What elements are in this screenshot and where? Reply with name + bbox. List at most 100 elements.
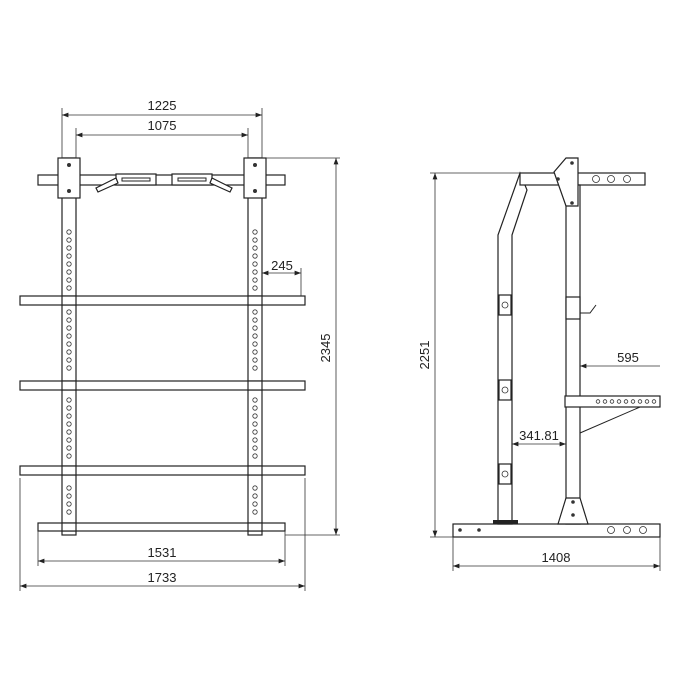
front-view: 1225 1075 245 2345 1531 1733 bbox=[19, 98, 340, 591]
bracket-hole bbox=[501, 301, 509, 309]
dimension-2251: 2251 bbox=[417, 172, 520, 538]
safety-arm-hole bbox=[602, 399, 608, 404]
upright-hole bbox=[252, 445, 258, 451]
bracket-hole bbox=[501, 470, 509, 478]
upright-hole bbox=[252, 405, 258, 411]
upright-hole bbox=[252, 397, 258, 403]
bolt bbox=[556, 177, 560, 181]
upright-hole bbox=[66, 325, 72, 331]
right-handle-grip bbox=[209, 177, 233, 193]
base-collar bbox=[247, 522, 263, 532]
pullup-handles bbox=[95, 173, 233, 193]
upright-hole bbox=[66, 309, 72, 315]
dim-label: 245 bbox=[271, 258, 293, 273]
arm-upper bbox=[19, 295, 306, 306]
upright-hole bbox=[66, 269, 72, 275]
safety-arm-hole bbox=[609, 399, 615, 404]
bolt bbox=[571, 500, 575, 504]
left-handle-grip bbox=[95, 177, 119, 193]
bolt bbox=[67, 163, 71, 167]
upright-hole bbox=[66, 333, 72, 339]
top-gusset bbox=[553, 157, 579, 207]
upright-holes bbox=[66, 229, 258, 515]
upright-hole bbox=[252, 245, 258, 251]
bolt bbox=[253, 163, 257, 167]
left-handle-slot bbox=[121, 177, 151, 182]
upright-hole bbox=[66, 317, 72, 323]
upright-hole bbox=[252, 229, 258, 235]
upright-hole bbox=[252, 253, 258, 259]
upright-hole bbox=[252, 509, 258, 515]
bolt bbox=[477, 528, 481, 532]
right-handle-slot bbox=[177, 177, 207, 182]
dimension-595: 595 bbox=[580, 350, 660, 369]
safety-arm-hole bbox=[637, 399, 643, 404]
upright-hole bbox=[252, 341, 258, 347]
bolt bbox=[570, 161, 574, 165]
base-bar bbox=[37, 522, 286, 532]
upright-hole bbox=[66, 445, 72, 451]
upright-hole bbox=[252, 429, 258, 435]
dim-label: 341.81 bbox=[519, 428, 559, 443]
upright-hole bbox=[66, 405, 72, 411]
dimension-341-81: 341.81 bbox=[512, 428, 566, 447]
upright-hole bbox=[252, 317, 258, 323]
dim-label: 1531 bbox=[148, 545, 177, 560]
bolt bbox=[253, 189, 257, 193]
safety-arm-hole bbox=[616, 399, 622, 404]
right-top-plate bbox=[243, 157, 267, 199]
arm-collar bbox=[247, 380, 263, 391]
dimension-1075: 1075 bbox=[75, 118, 249, 158]
top-arm-hole bbox=[592, 175, 600, 183]
upright-hole bbox=[66, 245, 72, 251]
upright-hole bbox=[252, 485, 258, 491]
upright-hole bbox=[66, 237, 72, 243]
upright-hole bbox=[66, 509, 72, 515]
upright-hole bbox=[252, 333, 258, 339]
upright-hole bbox=[66, 453, 72, 459]
dimension-1531: 1531 bbox=[37, 531, 286, 566]
upright-hole bbox=[252, 437, 258, 443]
safety-arm-hole bbox=[595, 399, 601, 404]
upright-hole bbox=[252, 261, 258, 267]
bottom-gusset bbox=[557, 497, 589, 525]
front-upright bbox=[565, 184, 581, 525]
arm-collar bbox=[61, 465, 77, 476]
upright-hole bbox=[252, 309, 258, 315]
arm-collar bbox=[247, 295, 263, 306]
upright-hole bbox=[66, 501, 72, 507]
base-collar bbox=[61, 522, 77, 532]
upright-hole bbox=[66, 421, 72, 427]
upright-hole bbox=[252, 421, 258, 427]
upright-hole bbox=[66, 429, 72, 435]
upright-hole bbox=[252, 325, 258, 331]
upright-hole bbox=[66, 437, 72, 443]
upright-hole bbox=[66, 493, 72, 499]
dim-label: 1075 bbox=[148, 118, 177, 133]
upright-hole bbox=[252, 237, 258, 243]
dimension-2345: 2345 bbox=[266, 157, 340, 536]
upright-hole bbox=[66, 397, 72, 403]
base-hole bbox=[623, 526, 631, 534]
bolt bbox=[570, 201, 574, 205]
top-crossbar bbox=[37, 174, 286, 186]
bolt bbox=[458, 528, 462, 532]
upright-hole bbox=[66, 349, 72, 355]
upright-hole bbox=[252, 413, 258, 419]
bracket-hole bbox=[501, 386, 509, 394]
top-arm-hole bbox=[607, 175, 615, 183]
upright-hole bbox=[66, 285, 72, 291]
arm-lower bbox=[19, 465, 306, 476]
dimension-1733: 1733 bbox=[19, 478, 306, 591]
base-hole bbox=[639, 526, 647, 534]
bolt bbox=[67, 189, 71, 193]
left-top-plate bbox=[57, 157, 81, 199]
safety-arm-hole bbox=[623, 399, 629, 404]
upright-hole bbox=[252, 277, 258, 283]
dim-label: 1408 bbox=[542, 550, 571, 565]
dim-label: 595 bbox=[617, 350, 639, 365]
base-hole bbox=[607, 526, 615, 534]
arm-collar bbox=[61, 295, 77, 306]
safety-arm-hole bbox=[630, 399, 636, 404]
